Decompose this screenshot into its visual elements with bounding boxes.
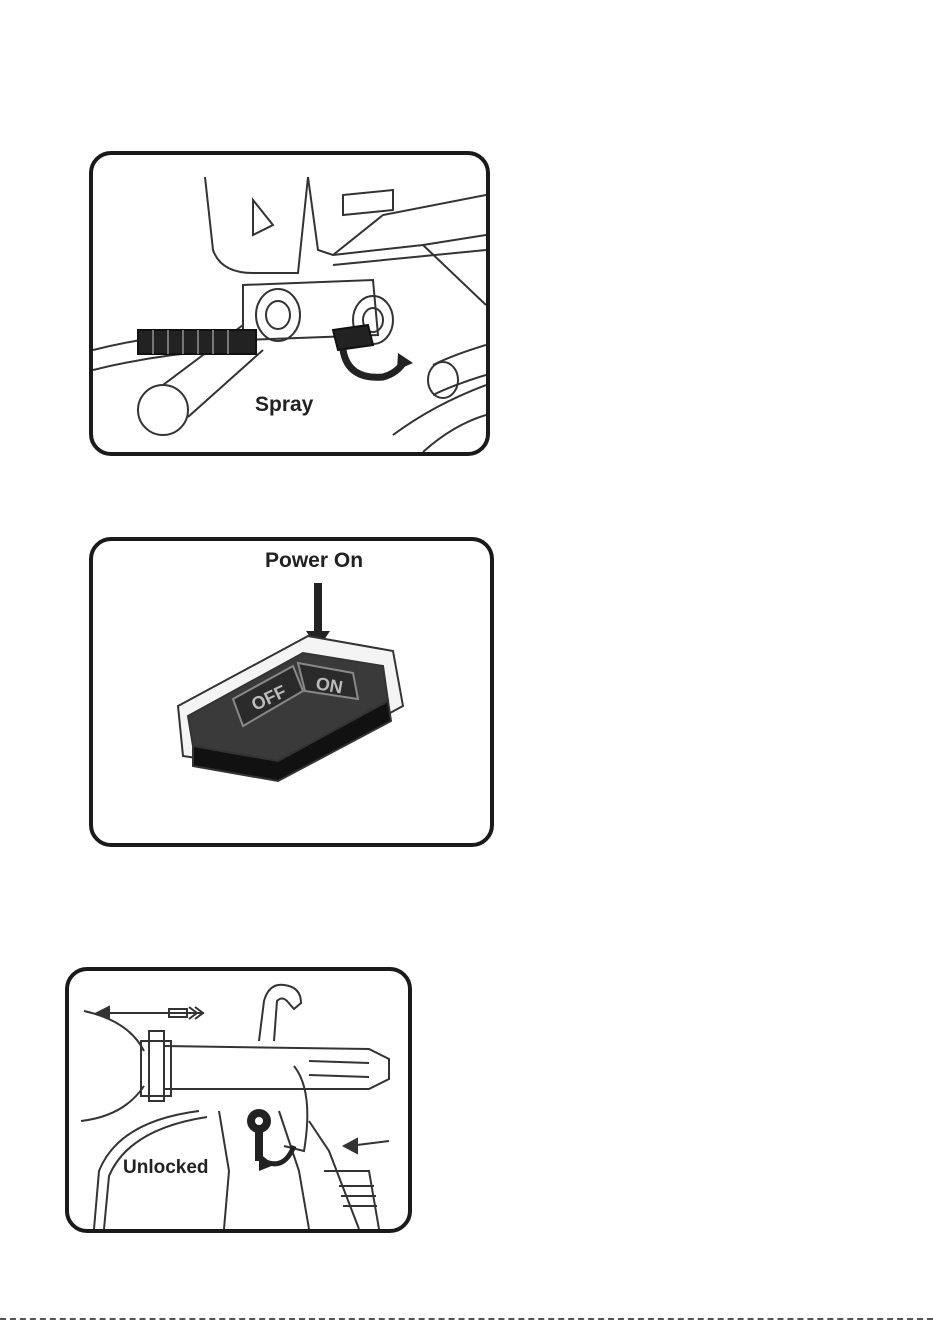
figure-power-panel: OFF ON Power On — [89, 537, 494, 847]
power-switch-illustration: OFF ON — [93, 541, 490, 843]
down-arrow-icon — [314, 583, 322, 633]
spray-caption: Spray — [255, 393, 313, 417]
figure-gun-panel: Unlocked — [65, 967, 412, 1233]
unlocked-caption: Unlocked — [123, 1157, 209, 1179]
power-caption: Power On — [265, 549, 363, 573]
footer-rule — [0, 1318, 933, 1320]
figure-spray-panel: Spray — [89, 151, 490, 456]
spray-gun-illustration — [69, 971, 408, 1229]
